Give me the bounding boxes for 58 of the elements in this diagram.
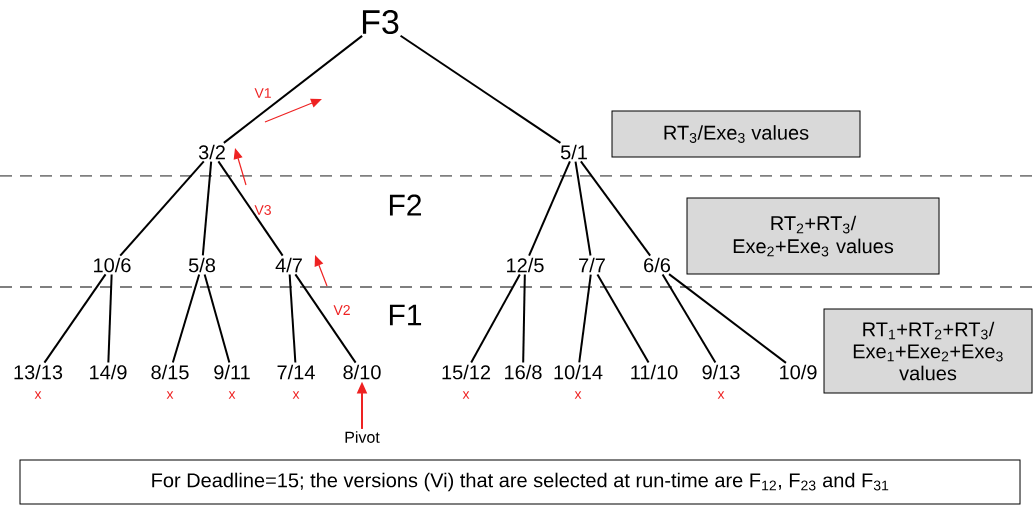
tree-value: 10/9 [780,364,817,380]
tree-branch [574,160,592,257]
tree-branch [399,34,562,144]
tree-branch [522,273,526,364]
tree-branch [217,160,284,257]
tree-value: 11/10 [631,364,678,380]
tree-branch [43,273,107,364]
reject-mark: x [34,391,42,399]
tree-value: 13/13 [14,364,63,380]
tree-value: 6/6 [644,257,671,273]
tree-branch [201,160,213,257]
tree-value: 10/6 [94,257,131,273]
tree-value: 7/14 [277,364,315,380]
level-box: RT$_{1}$+RT$_{2}$+RT$_{3}$/ Exe$_{1}$+Exe$_{2}$+Exe$_{3}$ values [823,308,1033,394]
level-box: RT$_{2}$+RT$_{3}$/ Exe$_{2}$+Exe$_{3}$ values [686,197,940,275]
tree-branch [119,160,205,257]
tree-branch [661,273,717,364]
tree-value: 10/14 [554,364,603,380]
tree-value: 15/12 [442,364,490,380]
tree-branch [579,160,652,257]
tree-value: 3/2 [198,144,225,160]
level-label: F2 [389,194,421,216]
tree-value: 14/9 [90,364,127,380]
tree-value: 5/8 [188,257,216,273]
tree-value: 12/5 [507,257,544,273]
tree-value: 8/10 [343,364,381,380]
tree-branch [288,273,297,364]
pointer-label: Pivot [345,431,380,443]
tree-value: 5/1 [560,144,587,160]
level-label: F1 [389,304,422,326]
tree-branch [107,273,113,364]
tree-branch [470,273,521,364]
tree-value: 7/7 [579,257,605,273]
version-label: V3 [254,205,271,215]
reject-mark: x [462,391,470,399]
tree-value: 8/15 [151,364,189,380]
reject-mark: x [292,391,300,399]
reject-mark: x [228,391,236,399]
tree-branch [171,273,201,364]
tree-branch [294,273,357,364]
reject-mark: x [166,391,174,399]
reject-mark: x [717,391,725,399]
tree-root-label: F3 [362,9,399,35]
tree-branch [596,273,650,364]
tree-value: 9/13 [702,364,740,380]
reject-mark: x [574,391,582,399]
tree-branch [203,273,231,364]
caption-box: For Deadline=15; the versions (Vi) that are selected at run-time are F$_{12}$, F$_{23}$ and F$_{31}$ [19,459,1021,505]
level-box: RT$_{3}$/Exe$_{3}$ values [611,110,861,158]
tree-value: 9/11 [214,364,250,380]
tree-value: 16/8 [505,364,542,380]
version-label: V2 [333,305,350,315]
version-label: V1 [254,88,271,98]
tree-branch [578,273,592,364]
tree-branch [222,34,364,144]
tree-branch [528,160,571,257]
tree-branch [668,273,787,364]
tree-value: 4/7 [275,257,302,273]
